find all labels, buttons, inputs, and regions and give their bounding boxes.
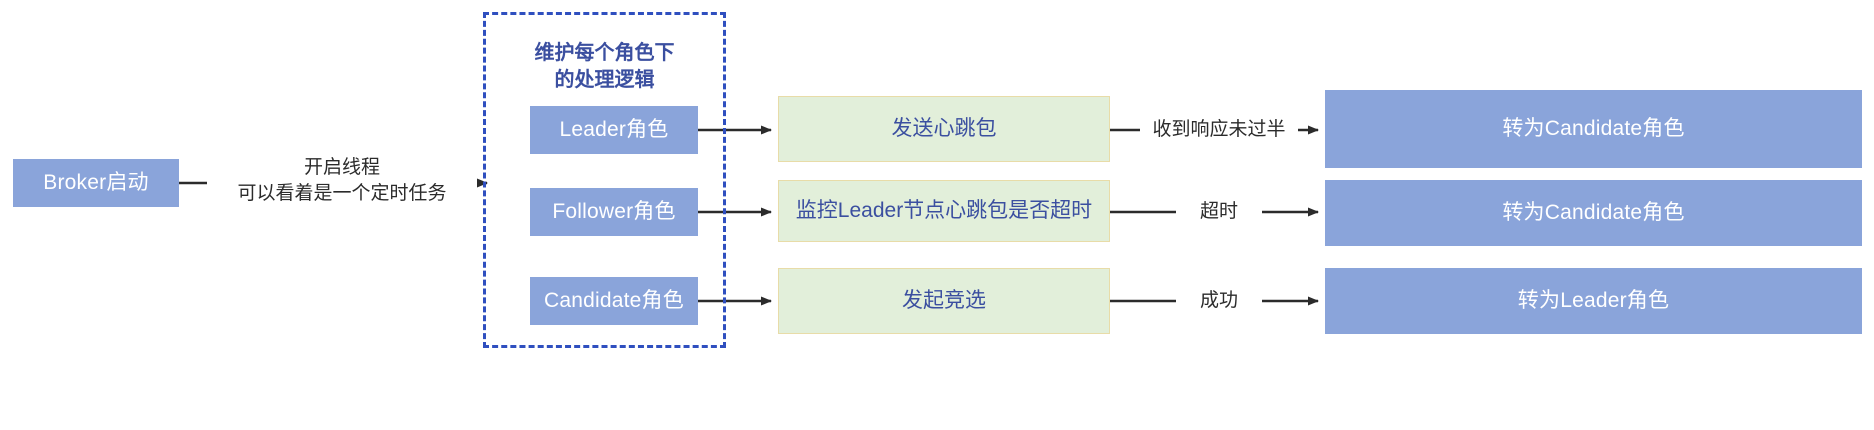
role-logic-group (483, 12, 726, 348)
node-role-follower[interactable]: Follower角色 (530, 188, 698, 236)
node-result-become-leader[interactable]: 转为Leader角色 (1325, 268, 1862, 334)
edge-label-start-to-group: 开启线程 可以看着是一个定时任务 (207, 155, 477, 207)
node-result-become-candidate-1[interactable]: 转为Candidate角色 (1325, 90, 1862, 168)
node-role-leader[interactable]: Leader角色 (530, 106, 698, 154)
edge-label-election-to-leader: 成功 (1176, 288, 1262, 314)
node-action-send-heartbeat[interactable]: 发送心跳包 (778, 96, 1110, 162)
node-broker-start[interactable]: Broker启动 (13, 159, 179, 207)
node-action-monitor-leader-heartbeat[interactable]: 监控Leader节点心跳包是否超时 (778, 180, 1110, 242)
edge-label-monitor-to-candidate: 超时 (1176, 199, 1262, 225)
node-role-candidate[interactable]: Candidate角色 (530, 277, 698, 325)
node-action-start-election[interactable]: 发起竞选 (778, 268, 1110, 334)
role-logic-group-title: 维护每个角色下 的处理逻辑 (534, 42, 675, 91)
node-result-become-candidate-2[interactable]: 转为Candidate角色 (1325, 180, 1862, 246)
edge-label-heartbeat-to-candidate: 收到响应未过半 (1140, 117, 1298, 143)
